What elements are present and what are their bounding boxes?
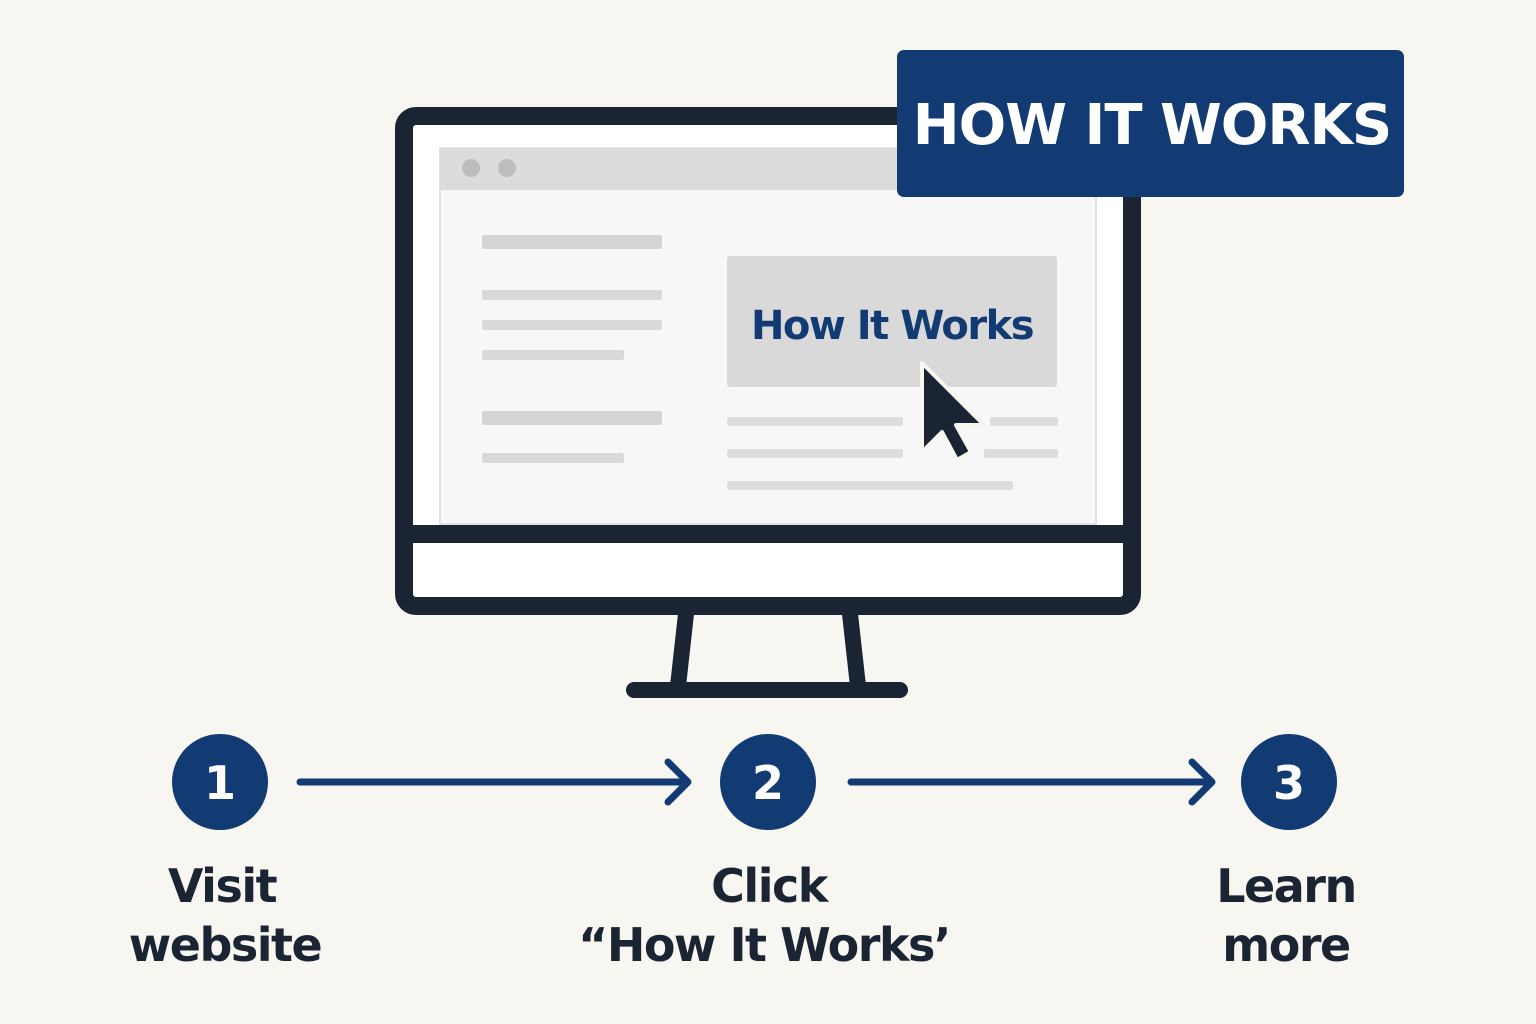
- step-label-line1: Learn: [1216, 859, 1355, 913]
- browser-dot-icon: [498, 159, 516, 177]
- step-number: 3: [1273, 756, 1305, 810]
- browser-dot-icon: [462, 159, 480, 177]
- step-label-line2: website: [129, 918, 321, 972]
- monitor-stand-right: [842, 613, 866, 687]
- placeholder-line: [727, 449, 903, 458]
- step-label-line1: Click: [711, 859, 830, 913]
- step-label-line2: “How It Works’: [578, 918, 950, 972]
- placeholder-line: [482, 290, 662, 300]
- placeholder-line: [482, 411, 662, 425]
- screen-how-it-works-button[interactable]: How It Works: [727, 256, 1057, 387]
- step-number-badge: [1241, 734, 1337, 830]
- placeholder-line: [482, 453, 624, 463]
- banner-title: HOW IT WORKS: [913, 93, 1392, 158]
- mouse-pointer-icon: [920, 361, 986, 462]
- placeholder-line: [482, 235, 662, 249]
- how-it-works-banner: HOW IT WORKS: [897, 50, 1404, 197]
- screen-button-label: How It Works: [751, 303, 1033, 349]
- arrow-right-icon: [296, 758, 692, 806]
- step-3: 3 Learn more: [1216, 734, 1357, 972]
- step-number: 2: [752, 756, 784, 810]
- step-2: 2 Click “How It Works’: [578, 734, 951, 972]
- step-label-line2: more: [1222, 918, 1349, 972]
- placeholder-line: [482, 350, 624, 360]
- browser-window: How It Works: [439, 147, 1097, 525]
- step-number-badge: [720, 734, 816, 830]
- placeholder-line: [727, 417, 903, 426]
- step-label-line1: Visit: [168, 859, 277, 913]
- placeholder-line: [990, 417, 1058, 426]
- placeholder-line: [482, 320, 662, 330]
- screen-button-bg: [727, 256, 1057, 387]
- banner-bg: [897, 50, 1404, 197]
- step-number-badge: [172, 734, 268, 830]
- step-number: 1: [204, 756, 236, 810]
- step-1: 1 Visit website: [129, 734, 323, 972]
- placeholder-line: [727, 481, 1013, 490]
- placeholder-line: [984, 449, 1058, 458]
- monitor-stand-left: [670, 613, 694, 687]
- arrow-right-icon: [847, 758, 1216, 806]
